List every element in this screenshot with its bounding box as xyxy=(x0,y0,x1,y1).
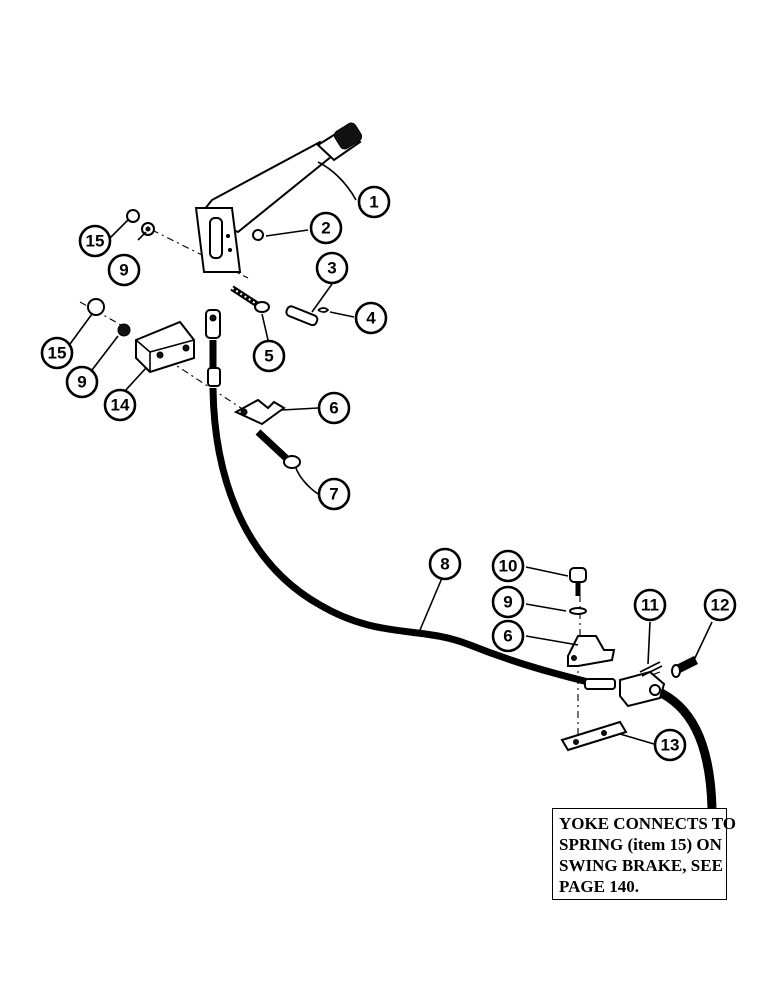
leader-11 xyxy=(647,621,651,665)
svg-text:9: 9 xyxy=(77,373,86,392)
leader-13 xyxy=(619,733,655,745)
svg-text:9: 9 xyxy=(503,593,512,612)
svg-text:5: 5 xyxy=(264,347,273,366)
clamp-bolt xyxy=(255,429,301,469)
callout-9-block: 9 xyxy=(65,365,99,399)
washer-block xyxy=(117,323,131,337)
lower-cotter-pin xyxy=(639,661,663,677)
svg-text:8: 8 xyxy=(440,555,449,574)
svg-text:6: 6 xyxy=(503,627,512,646)
callout-15-upper: 15 xyxy=(78,224,112,258)
svg-text:2: 2 xyxy=(321,219,330,238)
callout-12: 12 xyxy=(703,588,737,622)
callout-7: 7 xyxy=(317,477,351,511)
callout-6-lower: 6 xyxy=(491,619,525,653)
callout-2: 2 xyxy=(309,211,343,245)
callout-9-upper: 9 xyxy=(107,253,141,287)
lower-washer xyxy=(569,607,587,615)
leader-6a xyxy=(281,407,319,411)
lower-clamp xyxy=(567,635,616,667)
leader-15b xyxy=(69,313,93,345)
leader-1 xyxy=(317,161,357,201)
callout-9-lower: 9 xyxy=(491,585,525,619)
control-cable xyxy=(209,340,601,689)
svg-text:4: 4 xyxy=(366,309,376,328)
svg-text:15: 15 xyxy=(48,344,67,363)
note-line-2: SPRING (item 15) ON xyxy=(559,835,722,854)
mounting-block xyxy=(135,320,195,374)
leader-14 xyxy=(123,367,147,393)
svg-text:13: 13 xyxy=(661,736,680,755)
note-line-4: PAGE 140. xyxy=(559,877,639,896)
svg-text:1: 1 xyxy=(369,193,378,212)
hand-lever xyxy=(194,122,363,273)
bracket-plate xyxy=(560,720,628,752)
callout-11: 11 xyxy=(633,588,667,622)
callout-1: 1 xyxy=(357,185,391,219)
centerline-block-clamp xyxy=(167,359,245,411)
svg-text:15: 15 xyxy=(86,232,105,251)
callout-14: 14 xyxy=(103,388,137,422)
lower-cable-yoke xyxy=(584,670,666,708)
nut-block xyxy=(87,298,105,316)
callout-15-block: 15 xyxy=(40,336,74,370)
centerline-block-nut xyxy=(79,301,131,331)
leader-9c xyxy=(525,603,567,612)
clevis-pin xyxy=(285,305,319,327)
cotter-pin xyxy=(317,307,330,313)
leader-7 xyxy=(295,467,319,495)
note-line-1: YOKE CONNECTS TO xyxy=(559,814,736,833)
leader-9a xyxy=(137,231,147,241)
leader-2 xyxy=(265,229,309,237)
leader-10 xyxy=(525,566,569,577)
leader-3 xyxy=(311,283,333,313)
leader-5 xyxy=(261,313,269,341)
leader-4 xyxy=(329,311,355,318)
yoke-note-box: YOKE CONNECTS TO SPRING (item 15) ON SWI… xyxy=(552,808,736,900)
leader-15a xyxy=(109,219,129,239)
upper-cable-yoke xyxy=(205,309,221,387)
svg-text:3: 3 xyxy=(327,259,336,278)
callout-3: 3 xyxy=(315,251,349,285)
lower-bolt xyxy=(569,567,587,596)
upper-clamp xyxy=(233,398,286,426)
nut-upper xyxy=(126,209,140,223)
lever-bolt xyxy=(230,285,270,313)
callout-6-upper: 6 xyxy=(317,391,351,425)
svg-text:6: 6 xyxy=(329,399,338,418)
lower-pin xyxy=(671,655,699,678)
callout-4: 4 xyxy=(354,301,388,335)
svg-text:11: 11 xyxy=(641,596,659,615)
leader-8 xyxy=(419,577,443,631)
svg-text:12: 12 xyxy=(711,596,730,615)
svg-text:10: 10 xyxy=(499,557,518,576)
lever-nut xyxy=(252,229,264,241)
callout-13: 13 xyxy=(653,728,687,762)
leader-9b xyxy=(91,335,119,371)
washer-upper-hole xyxy=(145,226,151,232)
cable-to-brake xyxy=(653,685,717,809)
leader-6b xyxy=(525,635,579,646)
callout-8: 8 xyxy=(428,547,462,581)
svg-text:9: 9 xyxy=(119,261,128,280)
svg-text:14: 14 xyxy=(111,396,130,415)
svg-text:7: 7 xyxy=(329,485,338,504)
leader-12 xyxy=(693,621,713,661)
note-line-3: SWING BRAKE, SEE xyxy=(559,856,723,875)
callout-10: 10 xyxy=(491,549,525,583)
callout-5: 5 xyxy=(252,339,286,373)
